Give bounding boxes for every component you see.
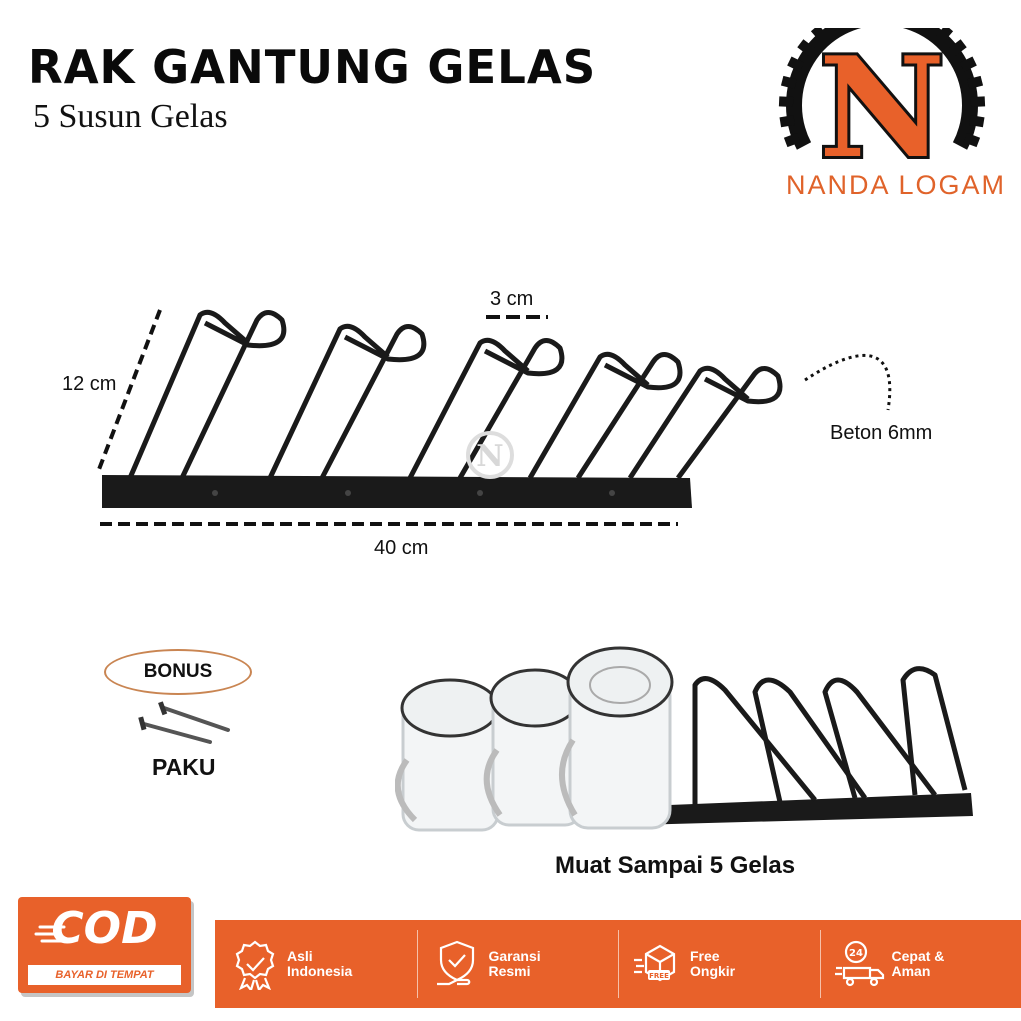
rack-dimension-photo: N [96,309,892,526]
bonus-label: BONUS [143,661,213,682]
feature-asli-indonesia: Asli Indonesia [215,920,417,1008]
dimension-gap: 3 cm [490,288,534,310]
logo-letter: N [819,28,945,189]
nails-icon [138,701,230,744]
feature-garansi-resmi: Garansi Resmi [416,920,619,1008]
bonus-item: PAKU [152,754,216,780]
svg-text:FREE: FREE [649,972,669,980]
cod-subtitle: BAYAR DI TEMPAT [28,965,181,985]
shield-hand-icon [436,940,474,986]
bonus-badge: BONUS [104,649,252,695]
rack-glasses-photo [395,646,973,832]
truck-24-icon: 24 [834,940,884,987]
svg-text:24: 24 [849,948,863,959]
page-subtitle: 5 Susun Gelas [33,98,228,135]
feature-label: Asli Indonesia [287,948,353,979]
cod-title: COD [51,903,158,954]
dimension-length: 40 cm [374,537,429,559]
feature-free-ongkir: FREE Free Ongkir [618,920,820,1008]
brand-name: NANDA LOGAM [785,170,1007,200]
dimension-height: 12 cm [62,373,117,395]
free-box-icon: FREE [634,944,676,982]
feature-bar: Asli Indonesia Garansi Resmi FREE Free O… [215,920,1021,1008]
svg-text:N: N [476,439,503,474]
speed-lines-icon [34,925,66,943]
feature-label: Free Ongkir [690,948,736,979]
dimension-material: Beton 6mm [830,422,933,444]
feature-label: Cepat & Aman [891,948,945,979]
indonesia-badge-icon [235,940,275,990]
feature-label: Garansi Resmi [488,948,541,979]
product-caption: Muat Sampai 5 Gelas [555,852,796,879]
cod-badge: COD BAYAR DI TEMPAT [18,897,191,993]
page-title: RAK GANTUNG GELAS [28,40,597,94]
brand-logo-icon: N [778,28,986,192]
feature-cepat-aman: 24 Cepat & Aman [819,920,1021,1008]
